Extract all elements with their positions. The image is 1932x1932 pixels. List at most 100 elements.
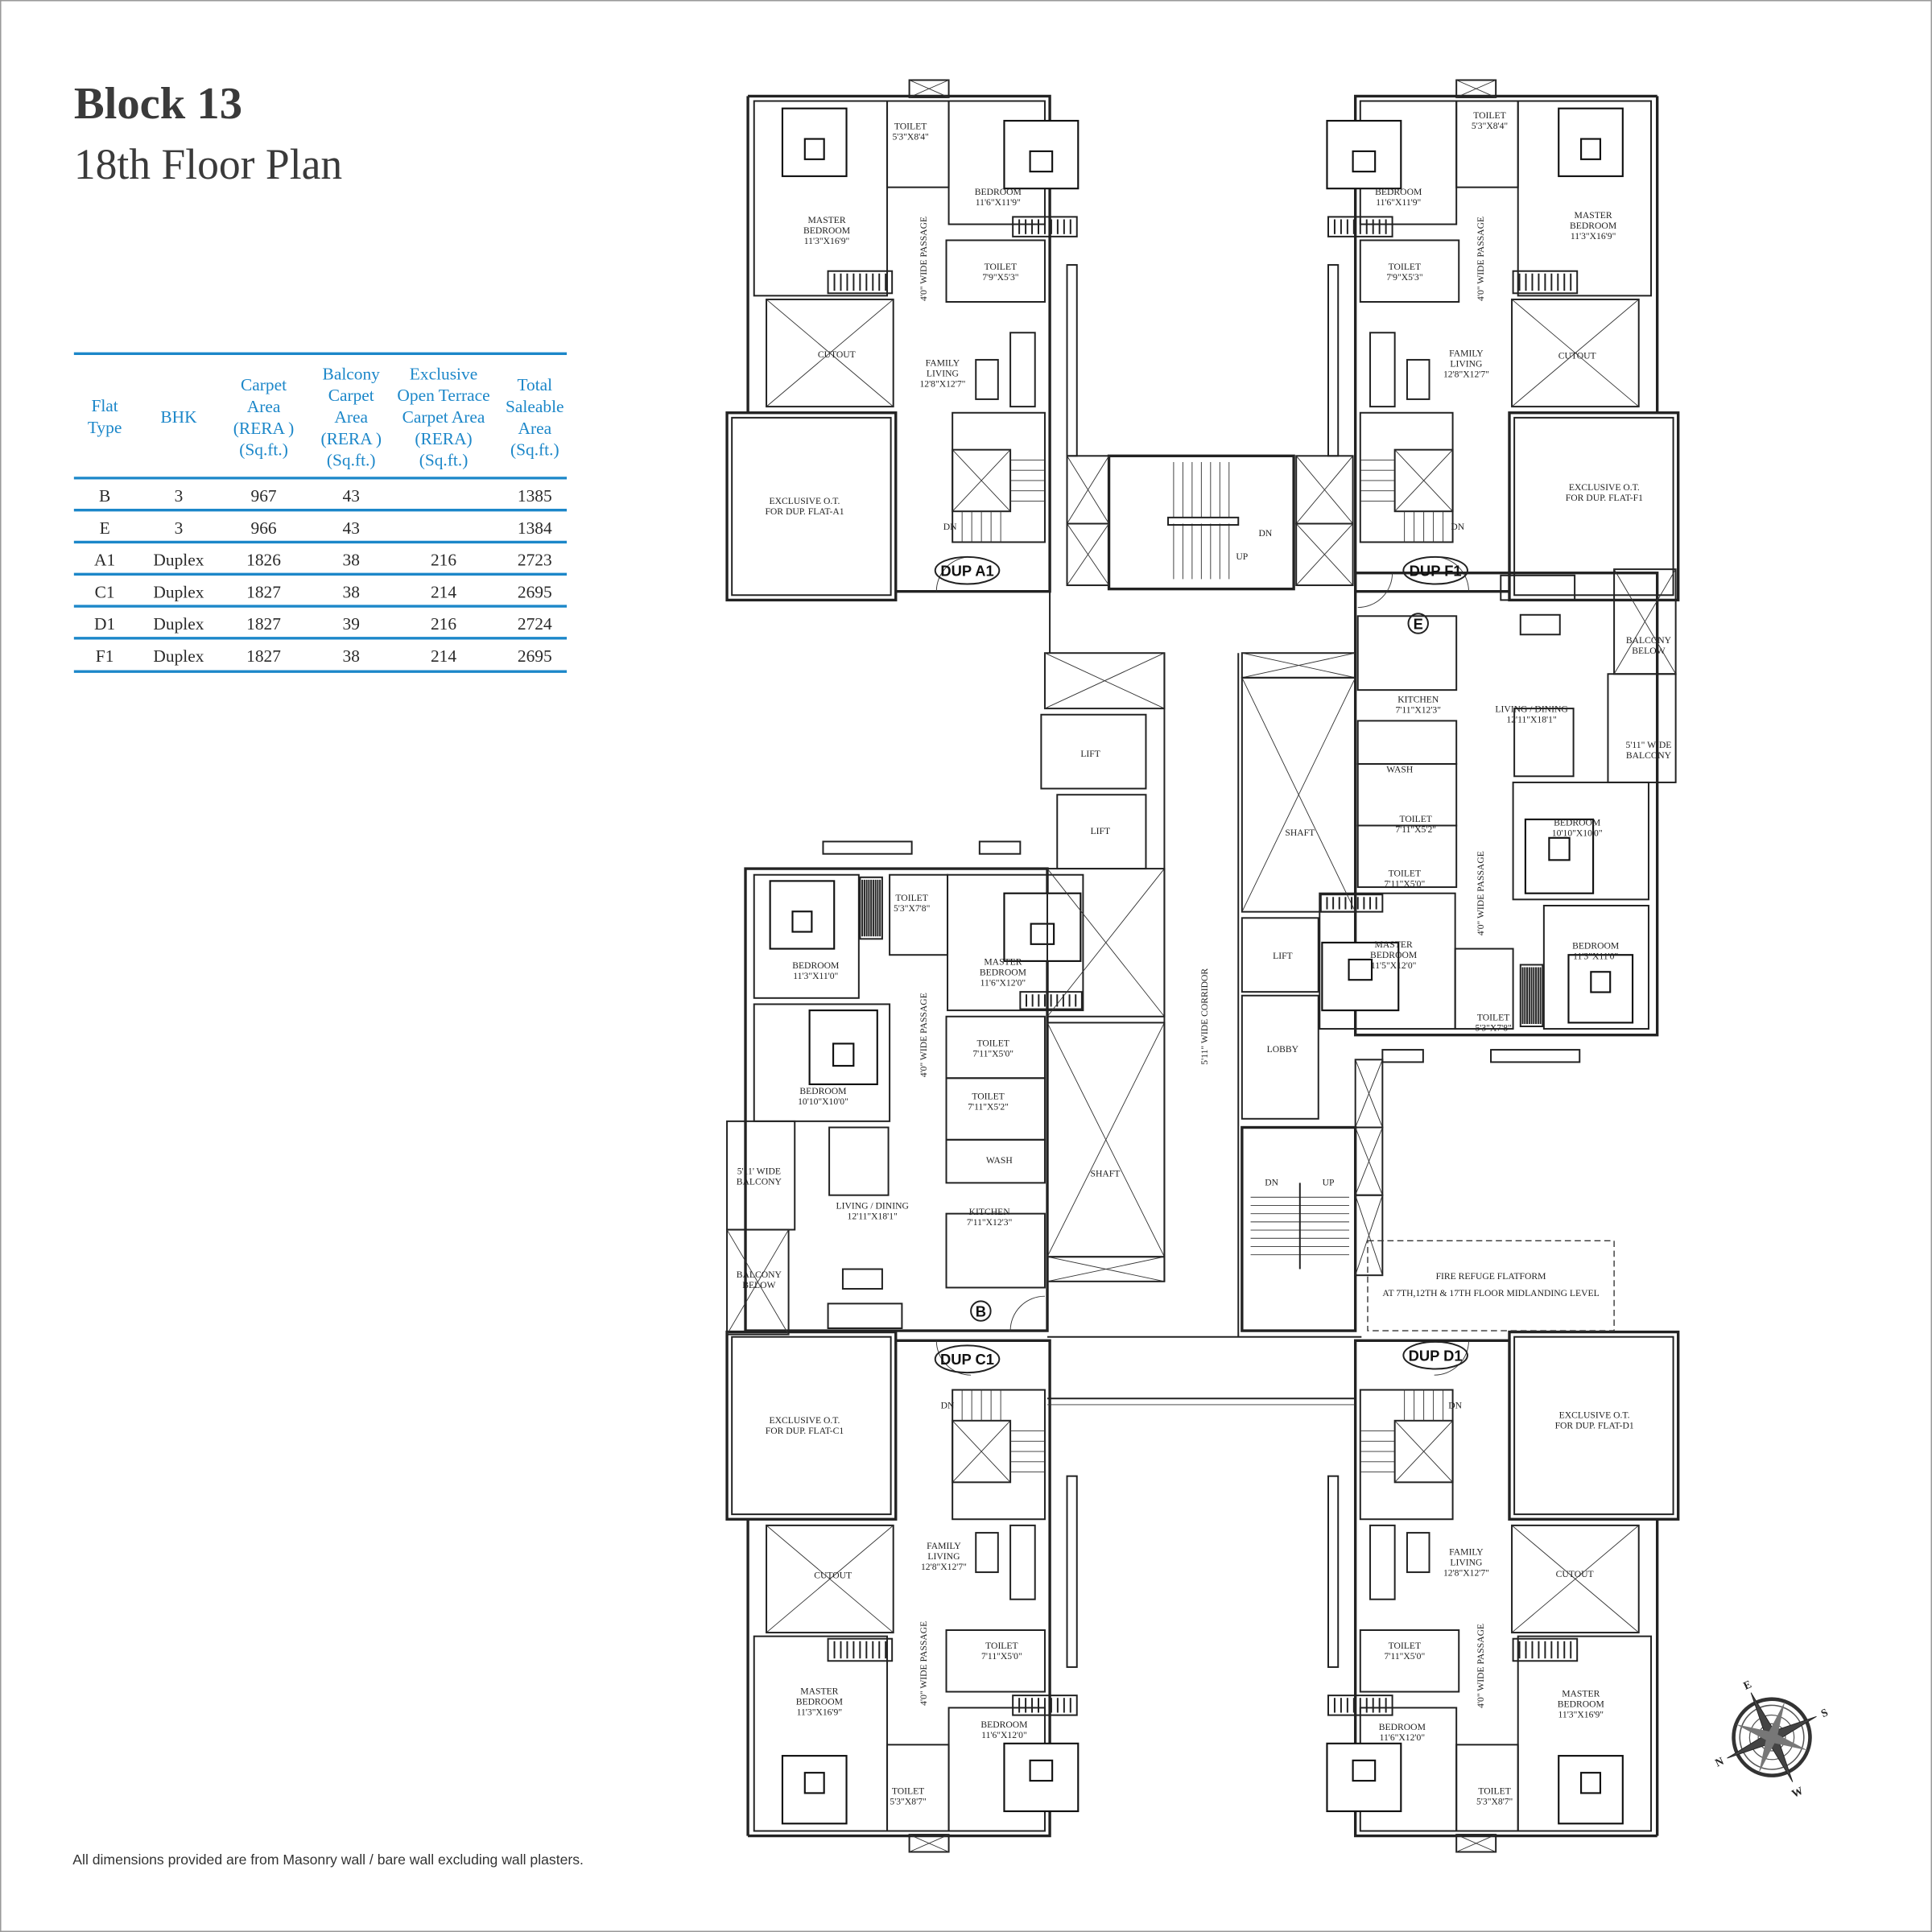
table-header-cell: (RERA ) <box>233 419 295 438</box>
d1-cutout-label: CUTOUT <box>1556 1569 1594 1579</box>
compass-w-letter: W <box>1790 1784 1805 1800</box>
table-cell: D1 <box>94 614 115 634</box>
toilet-room <box>1359 239 1460 303</box>
window-ventilator-cross <box>909 80 949 98</box>
shaft-duct-cross <box>1295 523 1353 586</box>
table-header-cell: (Sq.ft.) <box>510 440 559 460</box>
corridor-label: 5'11" WIDE CORRIDOR <box>1199 968 1210 1065</box>
a1-bedroom-label-line: BEDROOM <box>975 187 1022 197</box>
f1-unit-tag-ellipse <box>1402 555 1468 585</box>
d1-toilet1-label-line: TOILET <box>1478 1786 1510 1797</box>
cutout-cross <box>766 1525 894 1633</box>
b-toilet3-label-line: TOILET <box>972 1091 1004 1101</box>
railing <box>1327 1475 1340 1668</box>
bed-icon <box>1003 119 1080 190</box>
stair-void-cross <box>952 449 1011 512</box>
a1-cutout-label: CUTOUT <box>818 349 856 360</box>
e-bedroom2-label-line: BEDROOM <box>1572 941 1619 952</box>
wardrobe-icon <box>1327 216 1393 237</box>
table-header-cell: Area <box>334 407 368 427</box>
compass-e-letter: E <box>1741 1678 1753 1691</box>
e-wash-label: WASH <box>1386 765 1414 775</box>
table-cell: 1384 <box>518 518 552 538</box>
fire-stair-dn-label: DN <box>1265 1177 1278 1187</box>
dining-table <box>828 1126 890 1196</box>
d1-unit-tag: DUP D1 <box>1402 1340 1468 1370</box>
d1-toilet2-label-line: TOILET <box>1389 1641 1421 1651</box>
a1-toilet2-label-line: TOILET <box>985 262 1017 272</box>
dimensions-footnote: All dimensions provided are from Masonry… <box>72 1852 584 1868</box>
f1-ot-label: EXCLUSIVE O.T.FOR DUP. FLAT-F1 <box>1566 482 1643 503</box>
entry-door-swing <box>1357 572 1393 609</box>
wardrobe-frame <box>827 1637 894 1662</box>
lift-1-label-line: LIFT <box>1080 749 1100 759</box>
duct-cross <box>1355 1059 1383 1128</box>
table-cell: 1827 <box>246 614 281 634</box>
exclusive-terrace-inner <box>1513 416 1674 597</box>
stair-void-cross <box>952 1420 1011 1483</box>
e-master-label-line: MASTER <box>1375 939 1413 950</box>
table-cell: 43 <box>343 486 360 506</box>
d1-ot-label: EXCLUSIVE O.T.FOR DUP. FLAT-D1 <box>1555 1410 1634 1431</box>
c1-toilet2-label-line: 7'11"X5'0" <box>981 1651 1022 1662</box>
bedroom-room <box>1542 905 1649 1030</box>
c1-passage-label: 4'0" WIDE PASSAGE <box>919 1621 929 1706</box>
balcony <box>1607 673 1677 783</box>
a1-cutout-label-line: CUTOUT <box>818 349 856 360</box>
e-kitchen-label-line: 7'11"X12'3" <box>1395 704 1441 715</box>
sofa <box>1009 1524 1036 1600</box>
b-living-label-line: LIVING / DINING <box>836 1201 909 1212</box>
e-toilet1-label-line: 7'11"X5'2" <box>1395 824 1436 835</box>
wardrobe-frame <box>1327 216 1393 237</box>
lift-3 <box>1241 917 1319 993</box>
bed-icon <box>781 1755 848 1825</box>
table-cell: 1385 <box>518 486 552 506</box>
a1-toilet2-label-line: 7'9"X5'3" <box>982 272 1019 283</box>
c1-bedroom-label-line: 11'6"X12'0" <box>981 1730 1027 1740</box>
table-header-cell: BHK <box>160 407 197 427</box>
exclusive-terrace <box>1508 1330 1680 1521</box>
bed-icon <box>1558 1755 1624 1825</box>
coffee-table <box>1406 1532 1430 1574</box>
c1-bedroom-label-line: BEDROOM <box>980 1719 1027 1730</box>
b-kitchen-label-line: KITCHEN <box>969 1207 1011 1217</box>
stair-landing <box>1167 516 1240 526</box>
pillow <box>1029 150 1054 173</box>
c1-unit-tag-ellipse <box>934 1344 1001 1374</box>
bed-icon <box>1524 818 1595 894</box>
e-toilet3-label-line: 5'3"X7'8" <box>1475 1022 1512 1033</box>
b-toilet1-label-line: 5'3"X7'8" <box>894 903 931 914</box>
shaft-duct-cross <box>1067 523 1109 586</box>
e-bedroom1-label-line: BEDROOM <box>1554 818 1600 828</box>
table-cell: E <box>100 518 110 538</box>
wardrobe-frame <box>1012 216 1078 237</box>
b-bedroom1-label-line: BEDROOM <box>792 960 839 971</box>
d1-bedroom-label-line: 11'6"X12'0" <box>1380 1732 1426 1743</box>
wardrobe-frame <box>827 270 894 295</box>
pillow <box>1029 1759 1054 1782</box>
window-ventilator-cross <box>1455 1834 1496 1852</box>
bed-icon <box>1321 941 1400 1012</box>
cutout <box>766 1524 894 1634</box>
shaft-b-label-line: SHAFT <box>1091 1169 1121 1179</box>
a1-passage-label: 4'0" WIDE PASSAGE <box>919 217 929 301</box>
b-unit-tag-text: B <box>976 1302 986 1319</box>
pillow <box>1352 150 1377 173</box>
window-ventilator <box>1455 1834 1497 1853</box>
wardrobe-icon <box>1319 894 1384 913</box>
d1-family-label-line: LIVING <box>1450 1558 1483 1568</box>
a1-bedroom-label-line: 11'6"X11'9" <box>976 197 1021 208</box>
b-wash-label-line: WASH <box>986 1155 1013 1166</box>
e-passage-label-line: 4'0" WIDE PASSAGE <box>1476 851 1486 935</box>
